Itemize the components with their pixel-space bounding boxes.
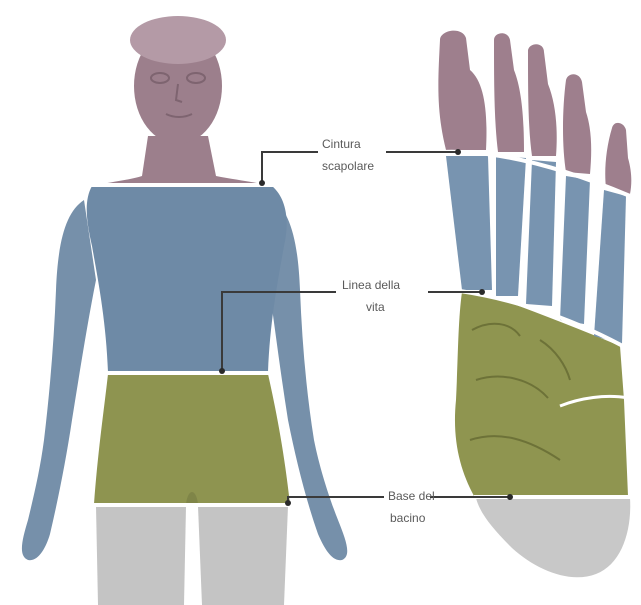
- label-waistline: Linea della vita: [342, 278, 400, 314]
- label-pelvis-line-2: bacino: [390, 511, 426, 525]
- figure-torso: [87, 186, 287, 372]
- label-shoulder-girdle: Cintura scapolare: [322, 137, 374, 173]
- label-pelvis-line-1: Base del: [388, 489, 435, 503]
- label-pelvis-base: Base del bacino: [388, 489, 435, 525]
- human-figure: [22, 16, 347, 605]
- label-shoulder-line-2: scapolare: [322, 159, 374, 173]
- figure-hips: [94, 374, 290, 504]
- pelvis-leader-line: [288, 497, 384, 503]
- figure-legs: [96, 506, 288, 605]
- label-shoulder-line-1: Cintura: [322, 137, 361, 151]
- shoulder-leader-line: [262, 152, 318, 183]
- foot-heel: [476, 498, 630, 577]
- label-waist-line-2: vita: [366, 300, 385, 314]
- foot-skeleton: [438, 31, 632, 578]
- label-waist-line-1: Linea della: [342, 278, 400, 292]
